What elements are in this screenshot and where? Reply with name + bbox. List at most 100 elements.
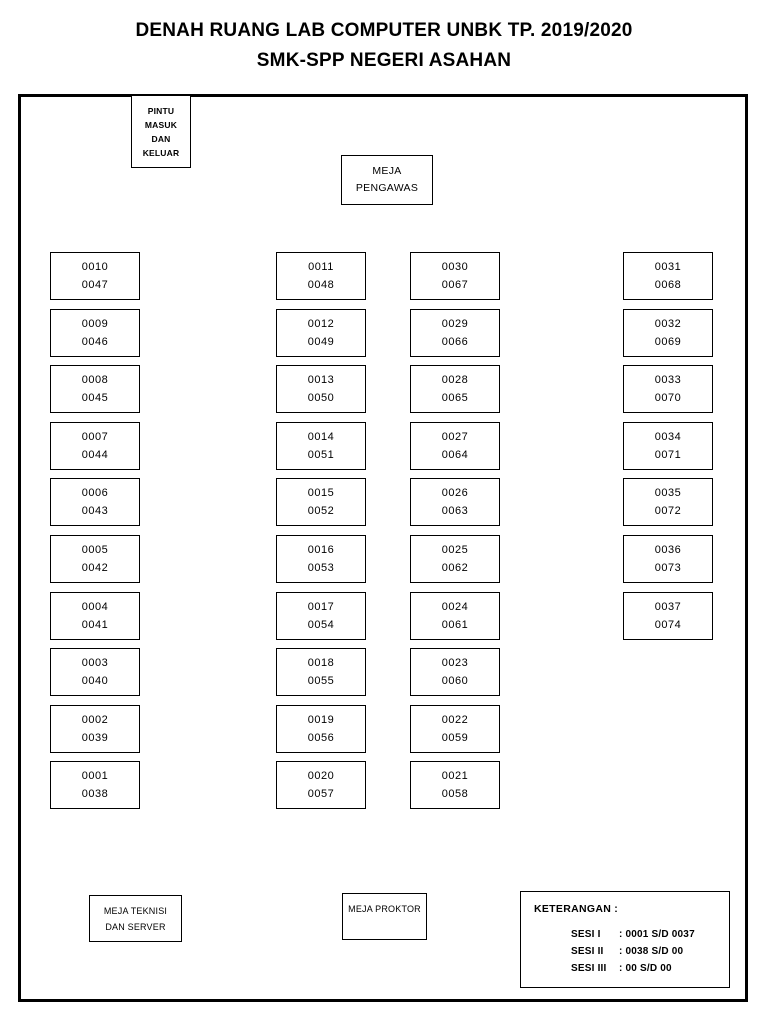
seat-box[interactable]: 0026 0063 (410, 478, 500, 527)
seat-box[interactable]: 0033 0070 (623, 365, 713, 414)
seat-number-primary: 0033 (654, 374, 682, 387)
seat-number-primary: 0006 (81, 487, 109, 500)
seat-box[interactable]: 0001 0038 (50, 761, 140, 810)
legend-session-label: SESI III (571, 963, 607, 974)
seat-box[interactable]: 0010 0047 (50, 252, 140, 300)
seat-box[interactable]: 0023 0060 (410, 648, 500, 697)
seat-number-secondary: 0041 (81, 618, 109, 631)
seat-number-secondary: 0043 (81, 505, 109, 518)
seat-number-secondary: 0073 (654, 562, 682, 574)
seat-number-primary: 0023 (441, 657, 469, 670)
seat-number-secondary: 0047 (81, 279, 109, 291)
seat-number-secondary: 0065 (441, 392, 469, 405)
proctor-desk-label-line-1: MEJA PROKTOR (348, 904, 421, 914)
seat-box[interactable]: 0035 0072 (623, 478, 713, 527)
seat-number-secondary: 0057 (307, 788, 335, 801)
seat-box[interactable]: 0019 0056 (276, 704, 366, 753)
seat-box[interactable]: 0036 0073 (623, 535, 713, 583)
seat-box[interactable]: 0008 0045 (50, 365, 140, 414)
seat-number-primary: 0024 (441, 600, 469, 613)
seat-number-primary: 0013 (307, 374, 335, 387)
seat-number-primary: 0009 (81, 317, 109, 330)
seat-number-secondary: 0059 (441, 731, 469, 744)
seat-number-secondary: 0048 (307, 279, 335, 291)
legend-row: SESI I: 0001 S/D 0037 (571, 926, 729, 943)
seat-number-primary: 0003 (81, 657, 109, 670)
seat-number-primary: 0008 (81, 374, 109, 387)
seat-number-secondary: 0072 (654, 505, 682, 518)
legend-row: SESI II: 0038 S/D 00 (571, 943, 729, 960)
page-title: DENAH RUANG LAB COMPUTER UNBK TP. 2019/2… (0, 16, 768, 76)
seat-number-secondary: 0040 (81, 675, 109, 688)
technician-server-desk: MEJA TEKNISI DAN SERVER (89, 895, 182, 942)
seat-number-secondary: 0038 (81, 788, 109, 801)
seat-number-primary: 0019 (307, 713, 335, 726)
door-label-line-1: PINTU (147, 105, 175, 116)
seat-number-primary: 0028 (441, 374, 469, 387)
technician-desk-label-line-1: MEJA TEKNISI (103, 905, 168, 916)
door-label-line-4: KELUAR (142, 147, 180, 158)
seat-number-secondary: 0061 (441, 618, 469, 631)
seat-number-secondary: 0069 (654, 335, 682, 348)
seat-number-primary: 0026 (441, 487, 469, 500)
seat-box[interactable]: 0028 0065 (410, 365, 500, 414)
supervisor-desk-label-line-2: PENGAWAS (355, 182, 419, 194)
seat-number-primary: 0030 (441, 261, 469, 273)
seat-number-primary: 0029 (441, 317, 469, 330)
seat-number-primary: 0035 (654, 487, 682, 500)
seat-number-secondary: 0058 (441, 788, 469, 801)
seat-number-primary: 0004 (81, 600, 109, 613)
seat-number-secondary: 0070 (654, 392, 682, 405)
seat-number-secondary: 0063 (441, 505, 469, 518)
seat-number-secondary: 0056 (307, 731, 335, 744)
seat-number-primary: 0016 (307, 544, 335, 556)
seat-number-primary: 0036 (654, 544, 682, 556)
seat-box[interactable]: 0006 0043 (50, 478, 140, 527)
seat-box[interactable]: 0003 0040 (50, 648, 140, 697)
seat-box[interactable]: 0004 0041 (50, 591, 140, 640)
seat-number-primary: 0010 (81, 261, 109, 273)
seat-number-primary: 0015 (307, 487, 335, 500)
seat-number-secondary: 0042 (81, 562, 109, 574)
seat-number-secondary: 0045 (81, 392, 109, 405)
seat-number-secondary: 0062 (441, 562, 469, 574)
seat-number-primary: 0027 (441, 430, 469, 443)
technician-desk-label-line-2: DAN SERVER (105, 921, 166, 932)
title-line-2: SMK-SPP NEGERI ASAHAN (256, 50, 512, 71)
seat-number-primary: 0034 (654, 430, 682, 443)
legend-session-range: : 0038 S/D 00 (619, 946, 684, 957)
seat-number-secondary: 0060 (441, 675, 469, 688)
seat-box[interactable]: 0024 0061 (410, 591, 500, 640)
seat-box[interactable]: 0016 0053 (276, 535, 366, 583)
seat-number-primary: 0037 (654, 600, 682, 613)
legend-session-range: : 0001 S/D 0037 (619, 929, 695, 940)
title-line-1: DENAH RUANG LAB COMPUTER UNBK TP. 2019/2… (135, 20, 633, 41)
legend-title: KETERANGAN : (534, 903, 619, 915)
seat-number-secondary: 0054 (307, 618, 335, 631)
seat-number-primary: 0001 (81, 770, 109, 783)
seat-number-secondary: 0068 (654, 279, 682, 291)
seat-number-secondary: 0053 (307, 562, 335, 574)
